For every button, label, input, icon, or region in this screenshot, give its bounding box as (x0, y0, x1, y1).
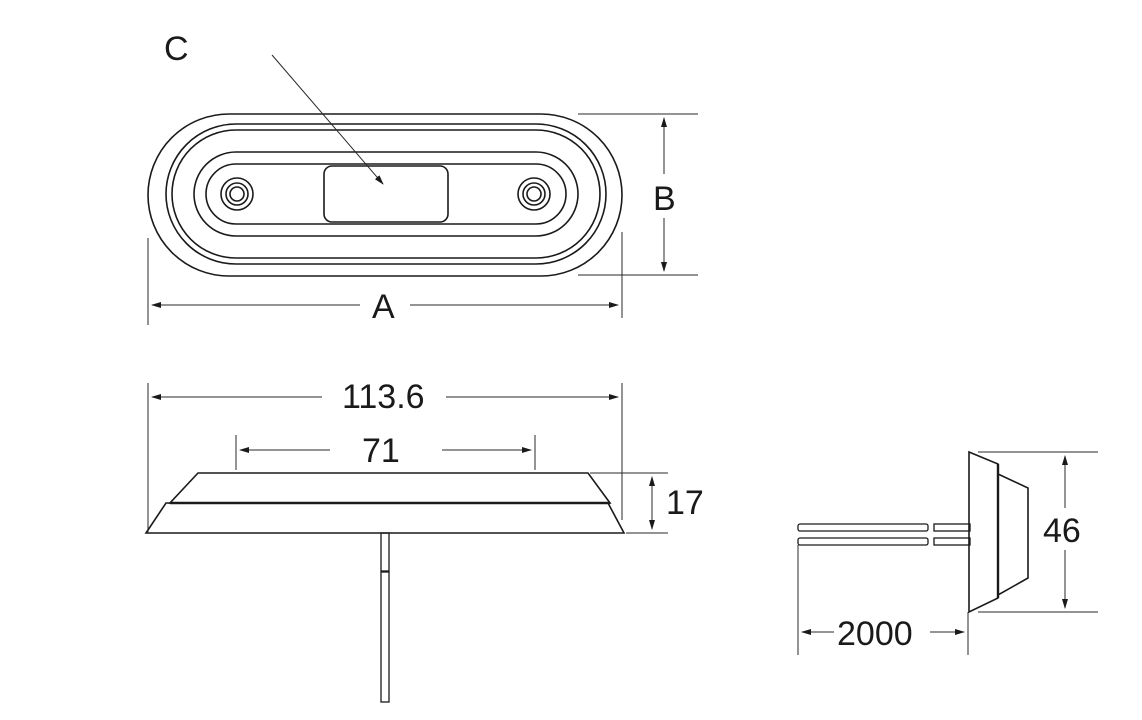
label-b: B (653, 180, 676, 218)
end-view: 46 2000 (797, 450, 1098, 655)
lens-window (323, 165, 449, 223)
dimension-cable-length: 2000 (837, 615, 913, 653)
end-view-lens (997, 472, 1029, 597)
lamp-upper-profile (168, 472, 612, 504)
dimension-top-width: 71 (362, 432, 400, 470)
screw-hole-right (517, 177, 551, 211)
top-view: C B A (147, 30, 698, 326)
cable-upper (380, 532, 390, 572)
label-a: A (372, 288, 395, 326)
dimension-height: 17 (666, 484, 704, 522)
wire-top (797, 523, 929, 532)
end-view-base (968, 450, 999, 614)
leader-c (271, 54, 384, 185)
label-c: C (164, 30, 189, 68)
dimension-diameter: 46 (1043, 512, 1081, 550)
cable-lower (380, 571, 390, 703)
dimension-overall-width: 113.6 (342, 378, 425, 416)
wire-bottom (797, 537, 929, 546)
lamp-lower-profile (144, 502, 626, 534)
side-view: 113.6 71 17 (144, 374, 704, 703)
outer-housing-outline (147, 113, 623, 277)
screw-hole-left (220, 177, 254, 211)
